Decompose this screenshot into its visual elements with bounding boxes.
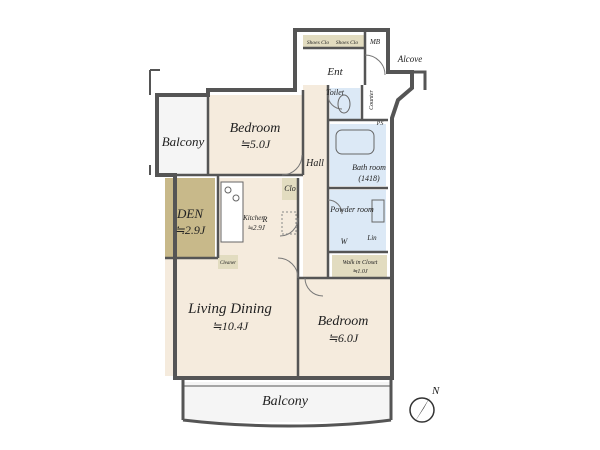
room-labels: Bedroom ≒5.0J Balcony DEN ≒2.9J Living D… bbox=[162, 38, 423, 409]
bedroom-south-floor bbox=[298, 278, 393, 376]
kitchen-counter bbox=[220, 181, 244, 243]
powder-door bbox=[327, 199, 343, 215]
balcony-south-name: Balcony bbox=[262, 394, 309, 409]
bedroom-north-door bbox=[281, 154, 303, 176]
compass-ring bbox=[409, 397, 435, 423]
fixtures bbox=[220, 94, 385, 243]
den-size: ≒2.9J bbox=[175, 223, 206, 237]
bathroom-floor bbox=[330, 124, 386, 186]
lin-label: Lin bbox=[366, 234, 377, 242]
outer-wall bbox=[155, 28, 414, 380]
bedroom-south-size: ≒6.0J bbox=[328, 331, 359, 345]
toilet-bowl bbox=[337, 94, 351, 114]
balcony-west-floor bbox=[157, 95, 207, 175]
compass: N bbox=[409, 385, 440, 423]
stove-burner-1 bbox=[224, 186, 232, 194]
den-closet-floor bbox=[218, 255, 238, 269]
toilet-name: Toilet bbox=[326, 88, 345, 97]
walk-in-closet-size: ≒1.0J bbox=[352, 269, 368, 275]
powder-room-floor bbox=[330, 190, 386, 252]
clo-floor bbox=[282, 178, 298, 200]
alcove-name: Alcove bbox=[397, 54, 422, 64]
balcony-south-wall bbox=[181, 380, 393, 428]
bathroom-note: (1418) bbox=[358, 174, 380, 183]
kitchen-name: Kitchen bbox=[242, 214, 265, 222]
toilet-door bbox=[327, 94, 343, 110]
balcony-west-wall bbox=[149, 69, 160, 175]
bedroom-north-name: Bedroom bbox=[230, 121, 281, 136]
living-dining-size: ≒10.4J bbox=[212, 319, 249, 333]
entrance-walls bbox=[293, 30, 367, 90]
bedroom-south-name: Bedroom bbox=[318, 314, 369, 329]
shoe-clo-1-label: Shoes Clo bbox=[307, 40, 329, 46]
hall-name: Hall bbox=[305, 158, 324, 169]
stove-burner-2 bbox=[232, 194, 240, 202]
ent-door bbox=[364, 54, 386, 76]
clo-label: Clo bbox=[284, 184, 296, 193]
powder-sink bbox=[371, 199, 385, 223]
door-swings bbox=[277, 54, 386, 297]
hall-floor bbox=[303, 85, 328, 280]
living-door bbox=[277, 257, 299, 279]
floor-areas bbox=[157, 35, 393, 422]
counter-label: Counter bbox=[369, 90, 375, 110]
fridge bbox=[281, 211, 297, 235]
shoe-clo-2-label: Shoes Clo bbox=[336, 40, 358, 46]
toilet-floor bbox=[330, 88, 360, 120]
kitchen-door bbox=[279, 217, 299, 237]
ent-name: Ent bbox=[326, 66, 343, 78]
mb-label: MB bbox=[369, 38, 381, 46]
alcove-wall bbox=[386, 30, 427, 90]
bathtub bbox=[335, 129, 375, 155]
balcony-south-floor bbox=[183, 382, 391, 422]
compass-needle-icon bbox=[414, 397, 430, 423]
bathroom-name: Bath room bbox=[352, 163, 386, 172]
kitchen-size: ≒2.9J bbox=[247, 224, 266, 232]
r-label: R bbox=[262, 215, 268, 224]
powder-room-name: Powder room bbox=[329, 205, 374, 214]
balcony-west-name: Balcony bbox=[162, 134, 205, 149]
shoe-closet-floor bbox=[303, 35, 365, 47]
bedroom-north-size: ≒5.0J bbox=[240, 137, 271, 151]
walk-in-closet-name: Walk in Closet bbox=[343, 260, 378, 266]
bedroom-south-door bbox=[304, 277, 324, 297]
living-dining-floor bbox=[165, 258, 298, 376]
cleaner-label: Cleaner bbox=[220, 261, 236, 266]
walls bbox=[149, 28, 427, 428]
living-dining-name: Living Dining bbox=[187, 301, 272, 317]
compass-label: N bbox=[431, 385, 440, 397]
walk-in-closet-floor bbox=[332, 255, 387, 277]
den-name: DEN bbox=[176, 206, 204, 221]
w-label: W bbox=[341, 237, 349, 246]
ps-label: PS bbox=[376, 121, 384, 127]
bedroom-north-floor bbox=[208, 95, 303, 175]
